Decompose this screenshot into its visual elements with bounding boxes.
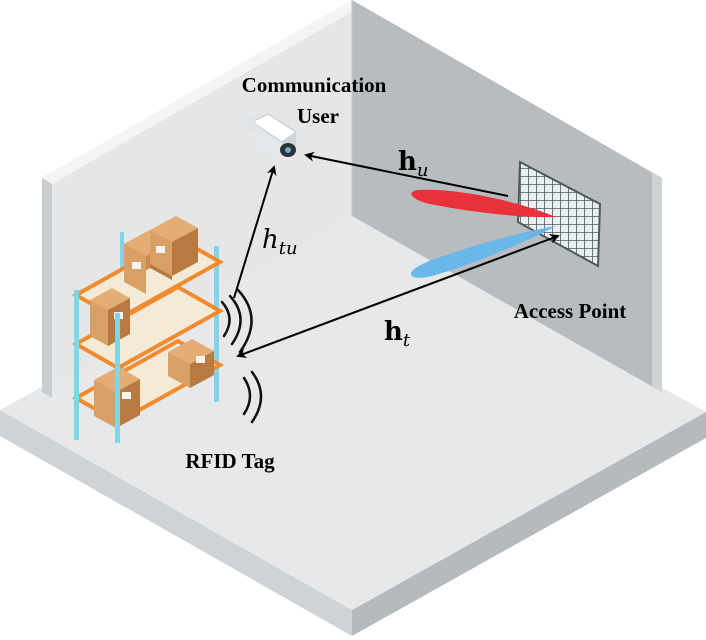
communication-user-label-line1: Communication [242, 73, 387, 97]
channel-htu-label: htu [262, 225, 298, 259]
left-wall-edge [42, 172, 52, 398]
cardboard-box [150, 216, 198, 276]
channel-hu-sub: u [417, 160, 429, 181]
antenna-array-icon [516, 160, 602, 268]
floor-slab-front-left [0, 410, 352, 636]
access-point [516, 160, 602, 268]
shelf-post [214, 246, 219, 402]
right-wall-edge [652, 172, 662, 392]
communication-user-label-line2: User [297, 104, 339, 128]
channel-htu-sub: tu [279, 238, 298, 259]
shelf-post [115, 313, 120, 443]
shelf-post [74, 290, 79, 440]
channel-hu-base: h [398, 147, 417, 177]
storage-shelf [71, 216, 225, 443]
beam-user [411, 189, 556, 218]
cardboard-box [168, 339, 214, 388]
channel-ht-base: h [384, 317, 403, 347]
channel-hu-label: hu [398, 147, 429, 181]
camera-icon [248, 113, 297, 157]
arrow-ht [236, 234, 560, 358]
rfid-tag-label: RFID Tag [185, 449, 275, 473]
channel-ht-label: ht [384, 317, 411, 351]
access-point-label: Access Point [514, 299, 627, 323]
channel-htu-base: h [262, 225, 279, 255]
floor-slab-front-right [352, 412, 706, 636]
channel-ht-sub: t [403, 330, 411, 351]
shelf-board-middle [71, 284, 225, 371]
channel-arrows [233, 151, 560, 358]
arrow-hu [304, 151, 509, 197]
left-wall-top [42, 0, 362, 184]
